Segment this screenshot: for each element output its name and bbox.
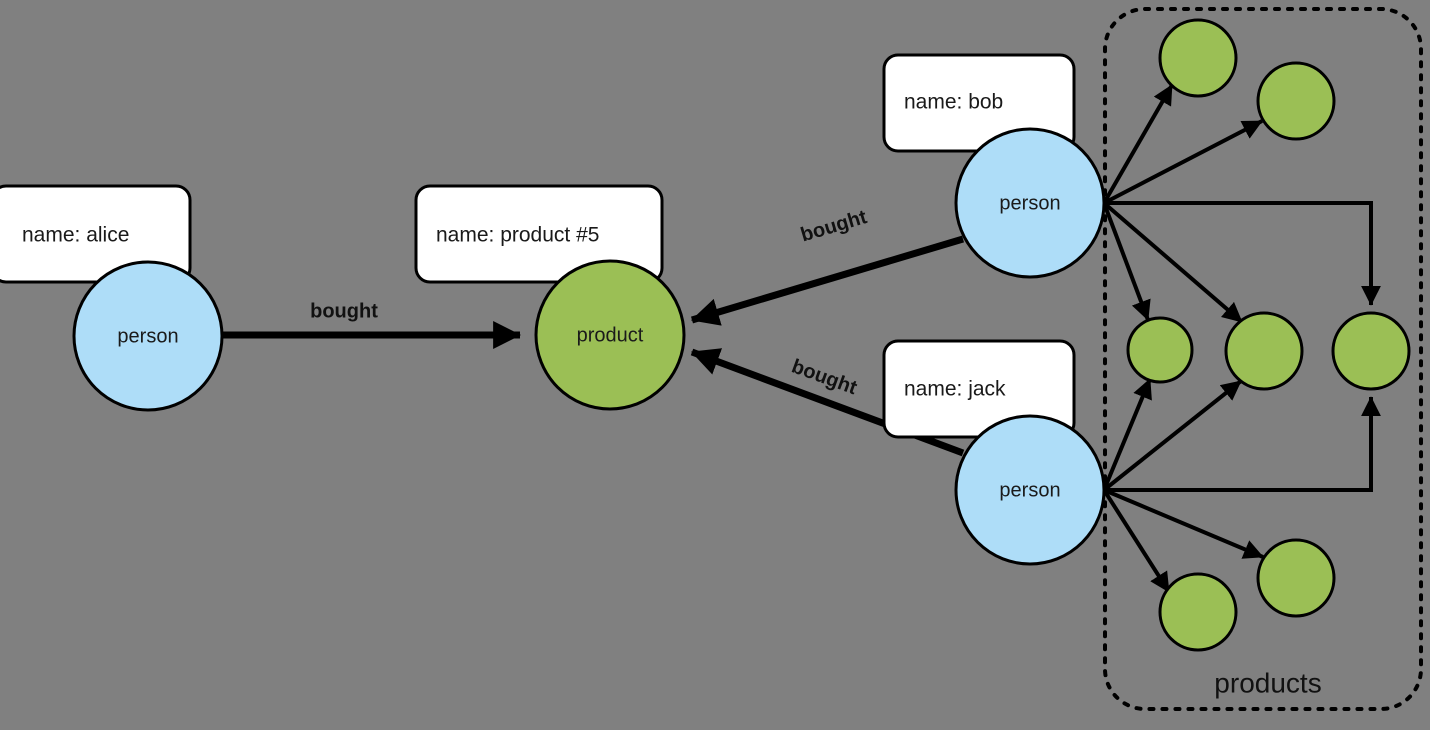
product-node-p3[interactable] — [1126, 316, 1194, 384]
products-group-label: products — [1214, 667, 1321, 698]
property-box-jack-text: name: jack — [904, 378, 1006, 401]
edges-layer-thin — [1102, 84, 1381, 594]
property-box-product5-bg — [414, 184, 664, 284]
node-jack[interactable]: person — [954, 414, 1106, 566]
product-node-p7[interactable] — [1158, 572, 1238, 652]
property-box-alice-text: name: alice — [22, 224, 129, 247]
node-alice[interactable]: person — [72, 260, 224, 412]
node-jack-label: person — [999, 479, 1060, 501]
edge-bob-p1[interactable] — [1102, 84, 1174, 204]
edge-jack-p5[interactable] — [1104, 396, 1381, 492]
edge-label-alice-bought: bought — [310, 300, 378, 322]
node-bob[interactable]: person — [954, 127, 1106, 279]
property-box-alice[interactable]: name: alice — [0, 184, 192, 284]
edge-jack-p3[interactable] — [1102, 378, 1152, 491]
product-node-p5[interactable] — [1331, 311, 1411, 391]
node-jack-circle[interactable] — [954, 414, 1106, 566]
node-alice-circle[interactable] — [72, 260, 224, 412]
property-box-jack[interactable]: name: jack — [882, 339, 1076, 439]
edge-jack-p4[interactable] — [1102, 379, 1243, 492]
node-bob-label: person — [999, 192, 1060, 214]
node-bob-circle[interactable] — [954, 127, 1106, 279]
node-product5-circle[interactable] — [534, 259, 686, 411]
edge-jack-p7[interactable] — [1102, 488, 1171, 594]
edge-bob-p4[interactable] — [1102, 201, 1244, 324]
property-box-bob-text: name: bob — [904, 91, 1003, 114]
property-box-alice-bg — [0, 184, 192, 284]
edge-bob-p5[interactable] — [1104, 201, 1381, 306]
product-group-nodes — [1126, 18, 1411, 652]
node-product5[interactable]: product — [534, 259, 686, 411]
product-node-p1[interactable] — [1158, 18, 1238, 98]
product-node-p6[interactable] — [1256, 538, 1336, 618]
main-nodes-layer: person product person person — [72, 127, 1106, 566]
property-box-product5-text: name: product #5 — [436, 224, 599, 247]
edge-bob-p3[interactable] — [1102, 202, 1151, 321]
property-boxes-layer: name: alice name: product #5 name: bob n… — [0, 53, 1076, 439]
node-product5-label: product — [577, 324, 644, 346]
node-alice-label: person — [117, 325, 178, 347]
edge-jack-p6[interactable] — [1103, 488, 1264, 559]
product-node-p4[interactable] — [1224, 311, 1304, 391]
products-group[interactable] — [1103, 7, 1423, 711]
edge-bob-p2[interactable] — [1103, 119, 1263, 205]
property-box-product5[interactable]: name: product #5 — [414, 184, 664, 284]
products-group-outline — [1103, 7, 1423, 711]
product-node-p2[interactable] — [1256, 61, 1336, 141]
edge-bob-bought-product[interactable] — [690, 235, 965, 326]
